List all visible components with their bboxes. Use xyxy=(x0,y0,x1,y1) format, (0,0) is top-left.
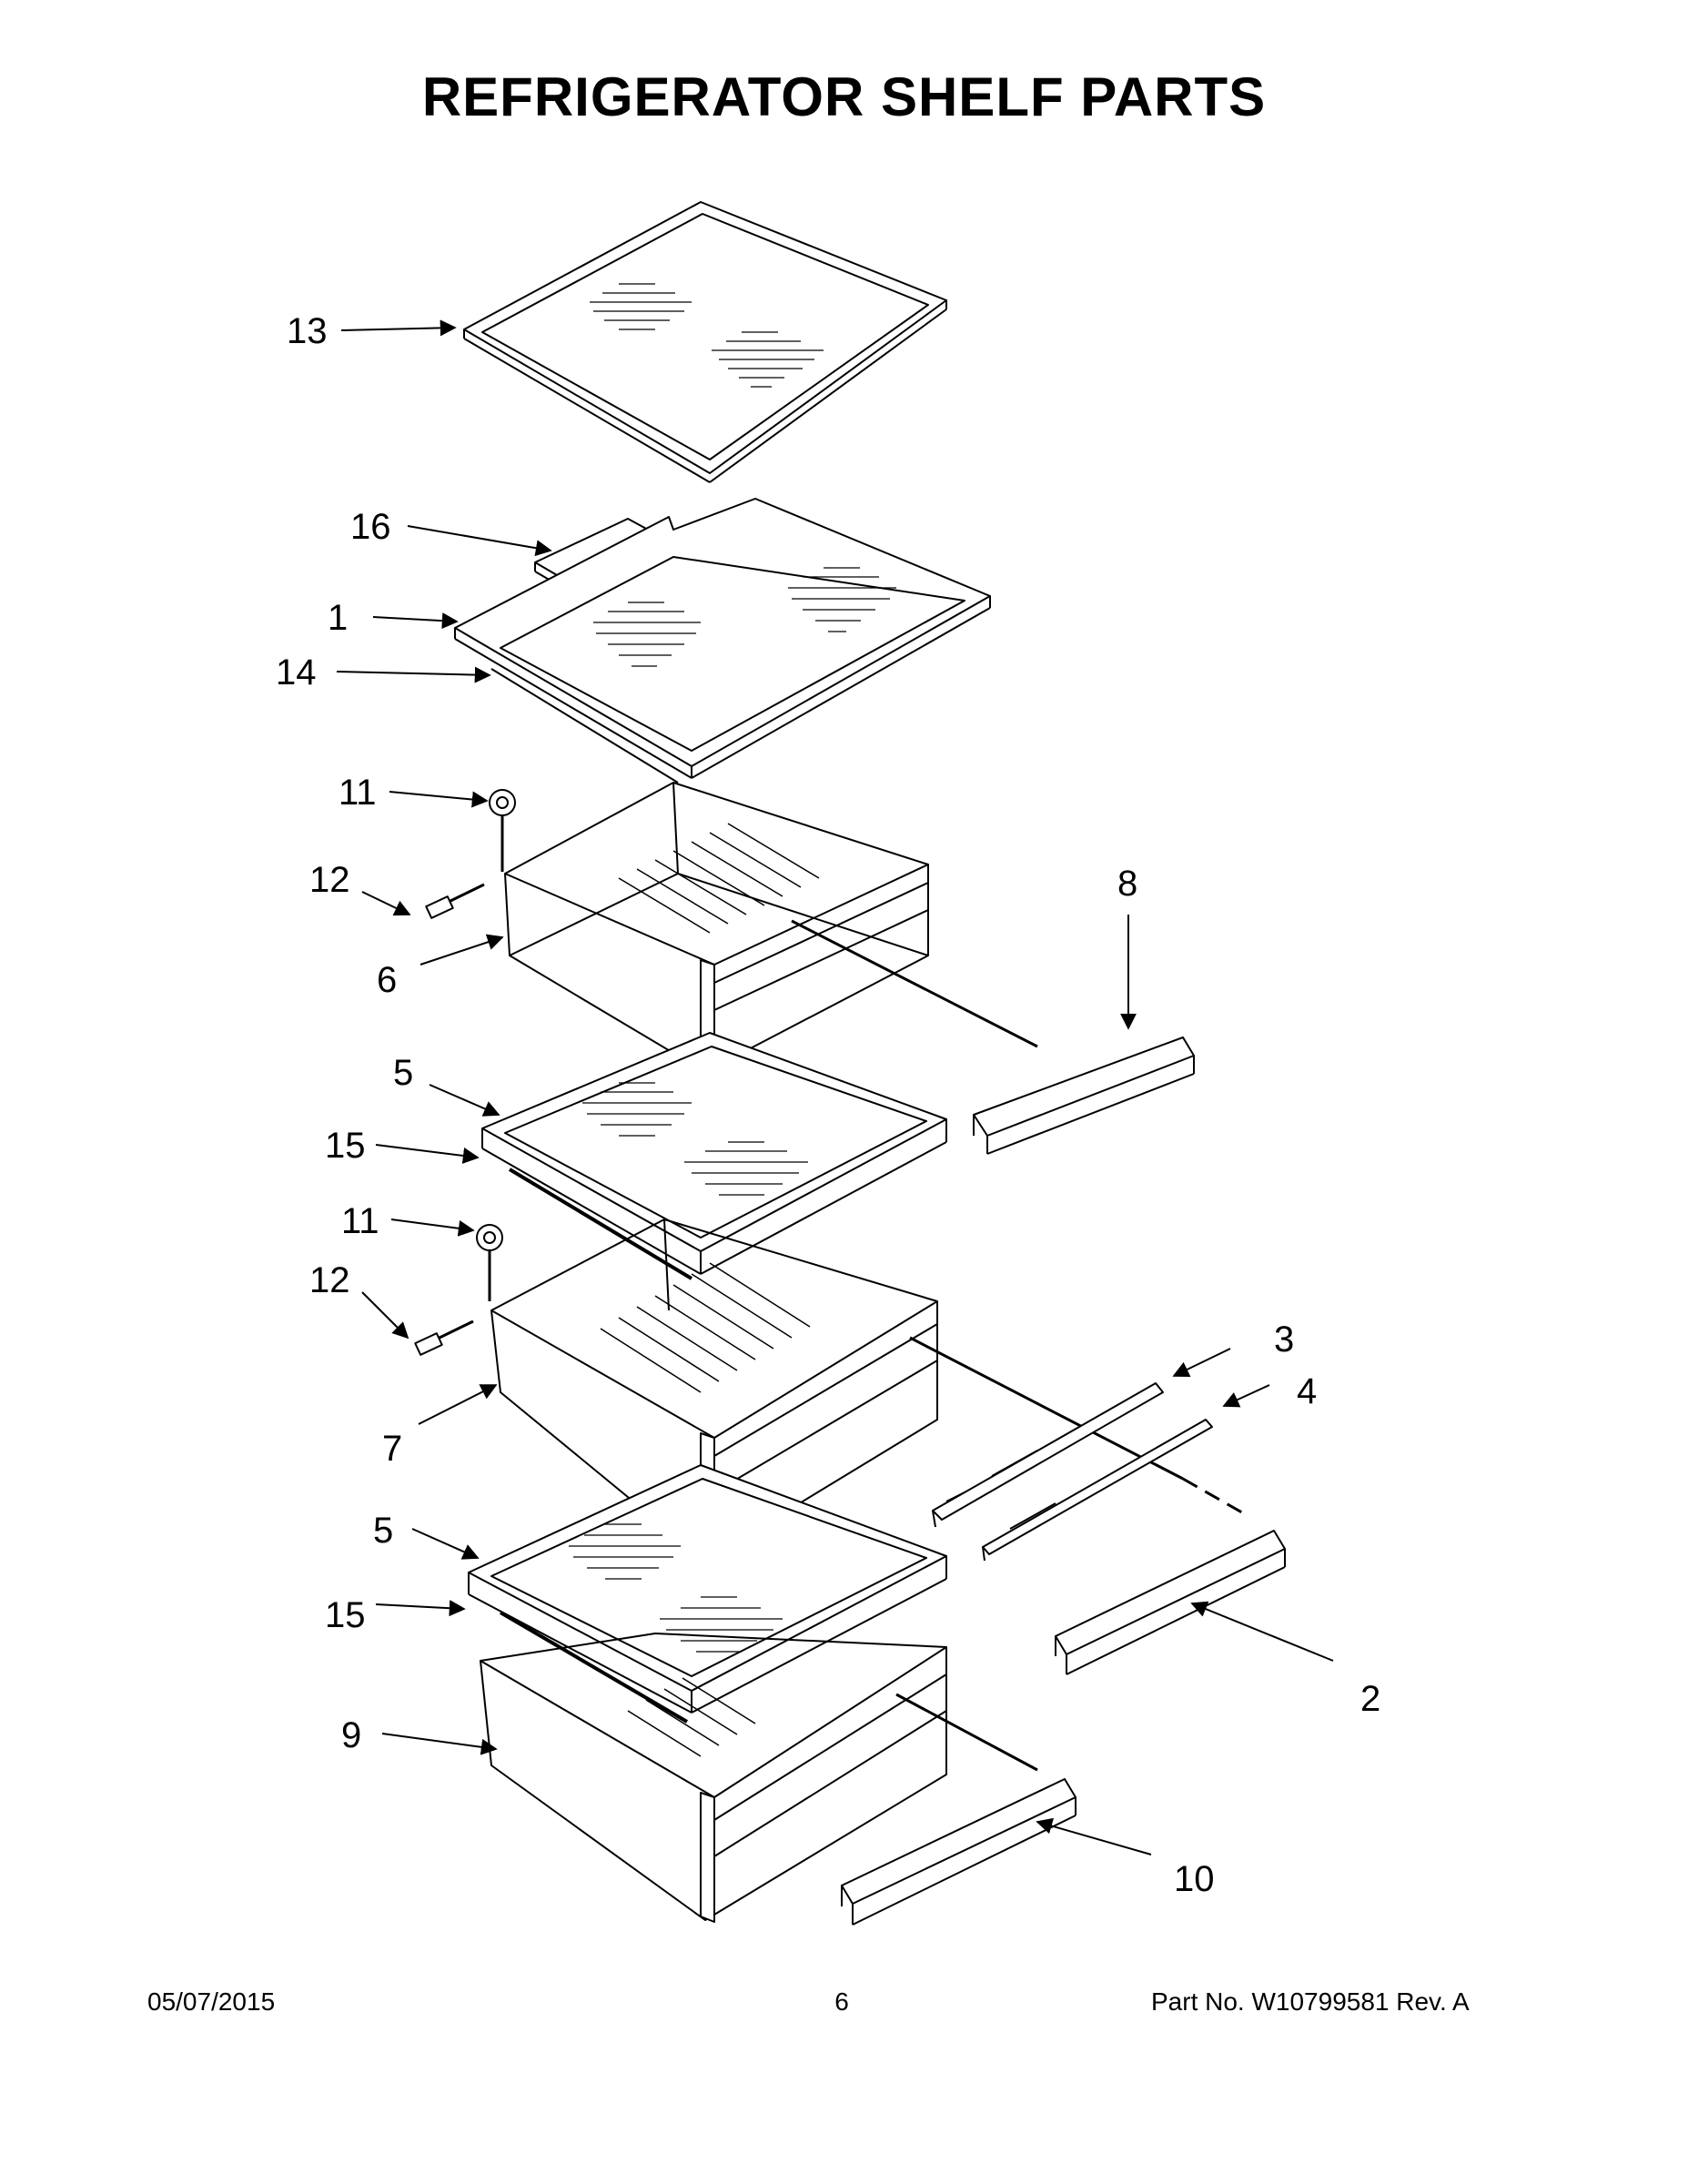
arrow-12a xyxy=(361,891,411,916)
arrow-4 xyxy=(1222,1384,1270,1408)
callout-5-lower: 5 xyxy=(373,1511,393,1551)
arrow-5a xyxy=(429,1084,500,1117)
part-13-top-shelf xyxy=(463,201,947,483)
footer-date: 05/07/2015 xyxy=(147,1987,276,2016)
roller-lower xyxy=(476,1224,503,1301)
part-6-upper-pan xyxy=(504,782,1038,1075)
part-2-trim xyxy=(1055,1530,1286,1675)
footer-page-number: 6 xyxy=(834,1987,849,2016)
arrow-7 xyxy=(418,1384,498,1425)
footer-part-number: Part No. W10799581 Rev. A xyxy=(1151,1987,1470,2016)
part-5-lower-cover xyxy=(468,1464,947,1724)
callout-5-upper: 5 xyxy=(393,1053,413,1093)
part-5-upper-cover xyxy=(481,1032,947,1280)
arrow-13 xyxy=(340,319,457,337)
callout-6: 6 xyxy=(377,960,397,1000)
arrow-9 xyxy=(381,1733,498,1755)
callout-15-lower: 15 xyxy=(325,1595,366,1635)
page-title: REFRIGERATOR SHELF PARTS xyxy=(421,66,1267,127)
callout-14: 14 xyxy=(276,652,317,693)
callout-16: 16 xyxy=(350,507,391,547)
arrow-1 xyxy=(372,612,459,630)
callout-2: 2 xyxy=(1360,1679,1380,1719)
callout-15-upper: 15 xyxy=(325,1126,366,1166)
arrow-16 xyxy=(407,525,552,557)
arrow-2 xyxy=(1190,1601,1334,1662)
part-3-rail xyxy=(932,1382,1164,1528)
arrow-11b xyxy=(390,1218,475,1237)
callout-arrows xyxy=(336,319,1334,1855)
callout-13: 13 xyxy=(287,311,328,351)
callout-3: 3 xyxy=(1274,1320,1294,1360)
arrow-10 xyxy=(1036,1817,1152,1855)
part-4-rail xyxy=(982,1419,1213,1562)
arrow-15b xyxy=(375,1600,466,1617)
part-10-trim xyxy=(841,1778,1076,1926)
callout-9: 9 xyxy=(341,1715,361,1755)
callout-1: 1 xyxy=(328,598,348,638)
callout-8: 8 xyxy=(1117,864,1137,904)
arrow-3 xyxy=(1172,1348,1231,1378)
callout-12-upper: 12 xyxy=(309,860,350,900)
arrow-6 xyxy=(419,934,504,966)
callout-labels: 13 16 1 14 11 12 6 8 5 15 11 12 7 3 4 5 … xyxy=(276,311,1380,1899)
callout-4: 4 xyxy=(1297,1371,1317,1411)
arrow-14 xyxy=(336,666,491,683)
arrow-12b xyxy=(361,1291,409,1340)
part-8-trim xyxy=(973,1036,1195,1155)
callout-12-lower: 12 xyxy=(309,1260,350,1300)
callout-11-lower: 11 xyxy=(341,1201,379,1241)
arrow-11a xyxy=(389,791,489,808)
callout-7: 7 xyxy=(382,1429,402,1469)
callout-11-upper: 11 xyxy=(339,773,377,813)
part-1-glass-shelf xyxy=(454,498,991,784)
part-9-bottom-pan xyxy=(480,1633,1038,1923)
callout-10: 10 xyxy=(1174,1859,1215,1899)
pin-upper xyxy=(425,883,485,919)
pin-lower xyxy=(414,1320,474,1356)
arrow-5b xyxy=(411,1528,480,1560)
arrow-15a xyxy=(375,1144,480,1164)
roller-upper xyxy=(489,789,516,872)
